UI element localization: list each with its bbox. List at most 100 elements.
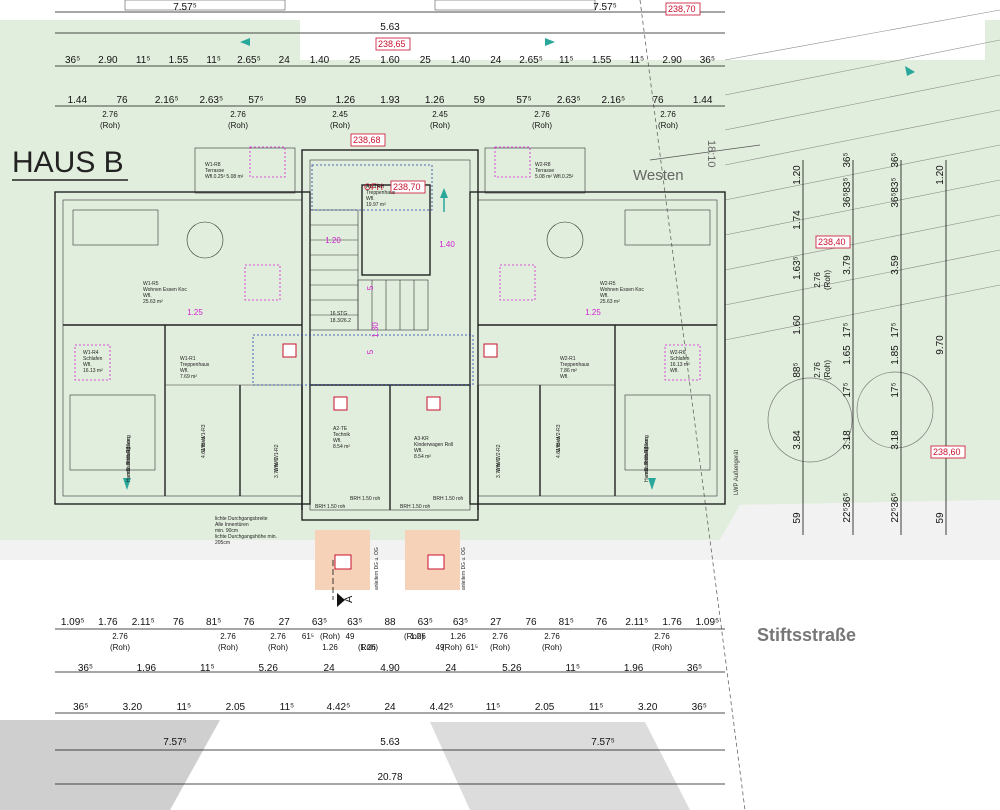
dimension-label: 63⁵ [453, 617, 468, 628]
dimension-label: 24 [324, 663, 336, 674]
dimension-sublabel: (Roh) [218, 643, 238, 652]
room-label: 25.63 m² [600, 299, 620, 305]
room-label: 16 STG [330, 311, 347, 317]
dimension-label: 1.60 [380, 55, 400, 66]
room-label: W2-R3 [556, 424, 562, 440]
dimension-label: 27 [490, 617, 502, 628]
magenta-dimension: 5 [366, 349, 375, 354]
note-label: 205cm [215, 540, 230, 546]
level-label: 238,70 [668, 4, 696, 14]
level-box [665, 2, 701, 16]
level-label: 238,70 [393, 182, 421, 192]
dimension-lines [55, 11, 947, 785]
dimension-label: 1.76 [662, 617, 682, 628]
dimension-sublabel: (Roh) [268, 643, 288, 652]
dimension-sublabel: (Roh) [542, 643, 562, 652]
road-area [0, 500, 1000, 560]
level-label: 238,65 [378, 39, 406, 49]
dimension-label: 1.55 [592, 55, 612, 66]
dimension-sublabel: 1.26 [450, 632, 466, 641]
room-label: W2-R8 [535, 162, 551, 168]
magenta-dimension: 1.20 [325, 236, 341, 245]
room-label: W1-R2 [274, 444, 280, 460]
room-label: W1-R3 [201, 424, 207, 440]
room-label: Wfl. [201, 443, 207, 452]
dimension-label: 63⁵ [312, 617, 327, 628]
dimension-label: 36⁵ [78, 663, 93, 674]
room-label: Wfl. [414, 448, 423, 454]
dimension-label: 7.57⁵ [173, 2, 197, 13]
room-label: BRH 1.50 roh [350, 496, 381, 502]
dimension-sublabel: (Roh) [823, 360, 832, 380]
room-label: min. Breite120cm [126, 437, 132, 476]
dimension-sublabel: (Roh) [110, 643, 130, 652]
dimension-sublabel: (Roh) [652, 643, 672, 652]
dimension-label: 81⁵ [559, 617, 574, 628]
room-label: 5.08 m² Wfl.0.25² [535, 174, 574, 180]
dimension-label: 57⁵ [516, 95, 531, 106]
dimension-label: 24 [445, 663, 457, 674]
dimension-label: 17⁵ [890, 322, 901, 337]
lawn-top-left [0, 20, 300, 60]
dimension-sublabel: 2.76 [813, 272, 822, 288]
dimension-label: 11⁵ [565, 663, 580, 674]
section-mark: A [343, 595, 355, 603]
dimension-label: 36⁵ [842, 152, 853, 167]
dimension-label: 2.65⁵ [519, 55, 543, 66]
room-label: 8.54 m² [414, 454, 431, 460]
dimension-label: 1.76 [98, 617, 118, 628]
dimension-label: 76 [525, 617, 537, 628]
dimension-label: 1.85 [890, 345, 901, 365]
room-label: Terrasse [205, 168, 224, 174]
dimension-label: 1.09⁵ [696, 617, 720, 628]
dimension-label: 22⁵ [890, 507, 901, 522]
room-label: WC [274, 457, 280, 466]
dimension-label: 11⁵ [136, 55, 151, 66]
room-label: A1-TRH [366, 184, 384, 190]
room-label: min. Breite120cm [644, 437, 650, 476]
dimension-label: 76 [652, 95, 664, 106]
magenta-dimension: 5 [366, 285, 375, 290]
room-label: 4.61 m² [201, 441, 207, 458]
dimension-label: 17⁵ [842, 322, 853, 337]
room-label: 7.86 m² [560, 368, 577, 374]
dimension-label: 2.63⁵ [557, 95, 581, 106]
dimension-label: 1.20 [792, 165, 803, 185]
dimension-label: 3.84 [792, 430, 803, 450]
room-label: 4.61 m² [556, 441, 562, 458]
dimension-label: 59 [935, 512, 946, 524]
dimension-label: 36⁵ [700, 55, 715, 66]
dimension-label: 4.90 [380, 663, 400, 674]
dimension-label: 27 [279, 617, 291, 628]
room-label: Wfl.0.25² 5.08 m² [205, 174, 244, 180]
dimension-label: 11⁵ [486, 702, 501, 713]
dimension-label: 25 [420, 55, 432, 66]
dimension-label: 24 [384, 702, 396, 713]
dimension-label: 2.11⁵ [625, 617, 648, 628]
room-label: A2-TE [333, 426, 348, 432]
dimension-label: 36⁵ [842, 492, 853, 507]
room-label: W1-R1 [180, 356, 196, 362]
dimension-label: 3.18 [890, 430, 901, 450]
room-label: BRH 1.50 roh [400, 504, 431, 510]
room-label: Kinderwagen Roll [414, 442, 453, 448]
dimension-label: 76 [173, 617, 185, 628]
room-label: Wfl. [143, 293, 152, 299]
dimension-label: 3.59 [890, 255, 901, 275]
dimension-label: 88 [384, 617, 396, 628]
slope-label: 18:10 [705, 140, 717, 168]
dimension-label: 83⁵ [890, 177, 901, 192]
direction-label: Westen [633, 167, 684, 184]
dimension-label: 7.57⁵ [163, 737, 187, 748]
dimension-label: 1.74 [792, 210, 803, 230]
grey-parcel-left [0, 720, 220, 810]
room-label: W1-R8 [205, 162, 221, 168]
level-box [350, 133, 386, 147]
room-label: 2. Rettungsweg [126, 435, 132, 470]
room-label: 3.70 m² [274, 461, 280, 478]
basement-window-left [334, 554, 352, 570]
dimension-label: 3.20 [123, 702, 143, 713]
dimension-label: 1.44 [693, 95, 713, 106]
dimension-sublabel: (Roh) [823, 270, 832, 290]
